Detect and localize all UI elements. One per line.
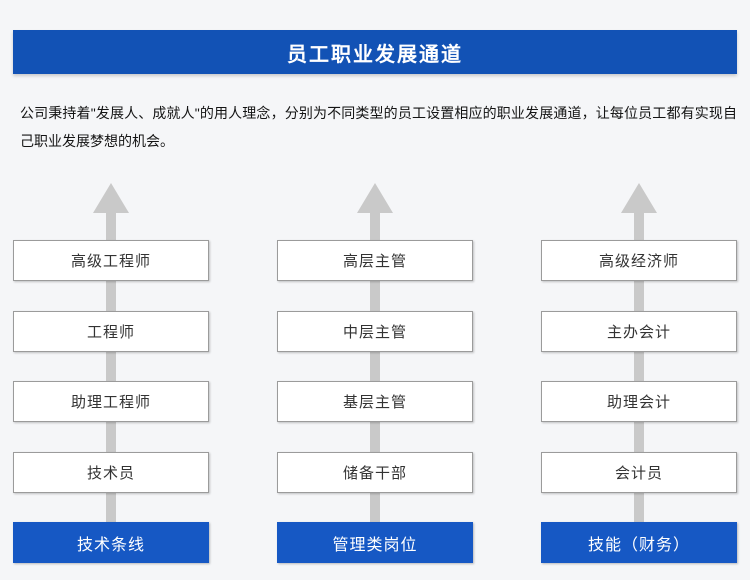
level-box: 高层主管: [277, 240, 473, 281]
career-tracks: 高级工程师 工程师 助理工程师 技术员 技术条线 高层主管 中层主管 基层主管 …: [13, 183, 737, 563]
level-box: 助理工程师: [13, 381, 209, 422]
level-box: 主办会计: [541, 311, 737, 352]
level-box: 储备干部: [277, 452, 473, 493]
level-box: 技术员: [13, 452, 209, 493]
arrow-up-icon: [357, 183, 393, 213]
track-column-technical: 高级工程师 工程师 助理工程师 技术员 技术条线: [13, 183, 209, 563]
arrow-shaft: [634, 211, 644, 522]
level-box: 高级工程师: [13, 240, 209, 281]
arrow-shaft: [370, 211, 380, 522]
track-column-management: 高层主管 中层主管 基层主管 储备干部 管理类岗位: [277, 183, 473, 563]
level-box: 基层主管: [277, 381, 473, 422]
arrow-up-icon: [621, 183, 657, 213]
track-column-finance-skill: 高级经济师 主办会计 助理会计 会计员 技能（财务）: [541, 183, 737, 563]
page-title: 员工职业发展通道: [287, 43, 463, 66]
track-label: 技能（财务）: [541, 522, 737, 563]
level-box: 会计员: [541, 452, 737, 493]
level-box: 工程师: [13, 311, 209, 352]
title-banner: 员工职业发展通道: [13, 30, 737, 74]
arrow-up-icon: [93, 183, 129, 213]
arrow-shaft: [106, 211, 116, 522]
level-box: 助理会计: [541, 381, 737, 422]
track-label: 技术条线: [13, 522, 209, 563]
intro-paragraph: 公司秉持着"发展人、成就人"的用人理念，分别为不同类型的员工设置相应的职业发展通…: [20, 105, 737, 149]
level-box: 中层主管: [277, 311, 473, 352]
track-label: 管理类岗位: [277, 522, 473, 563]
level-box: 高级经济师: [541, 240, 737, 281]
